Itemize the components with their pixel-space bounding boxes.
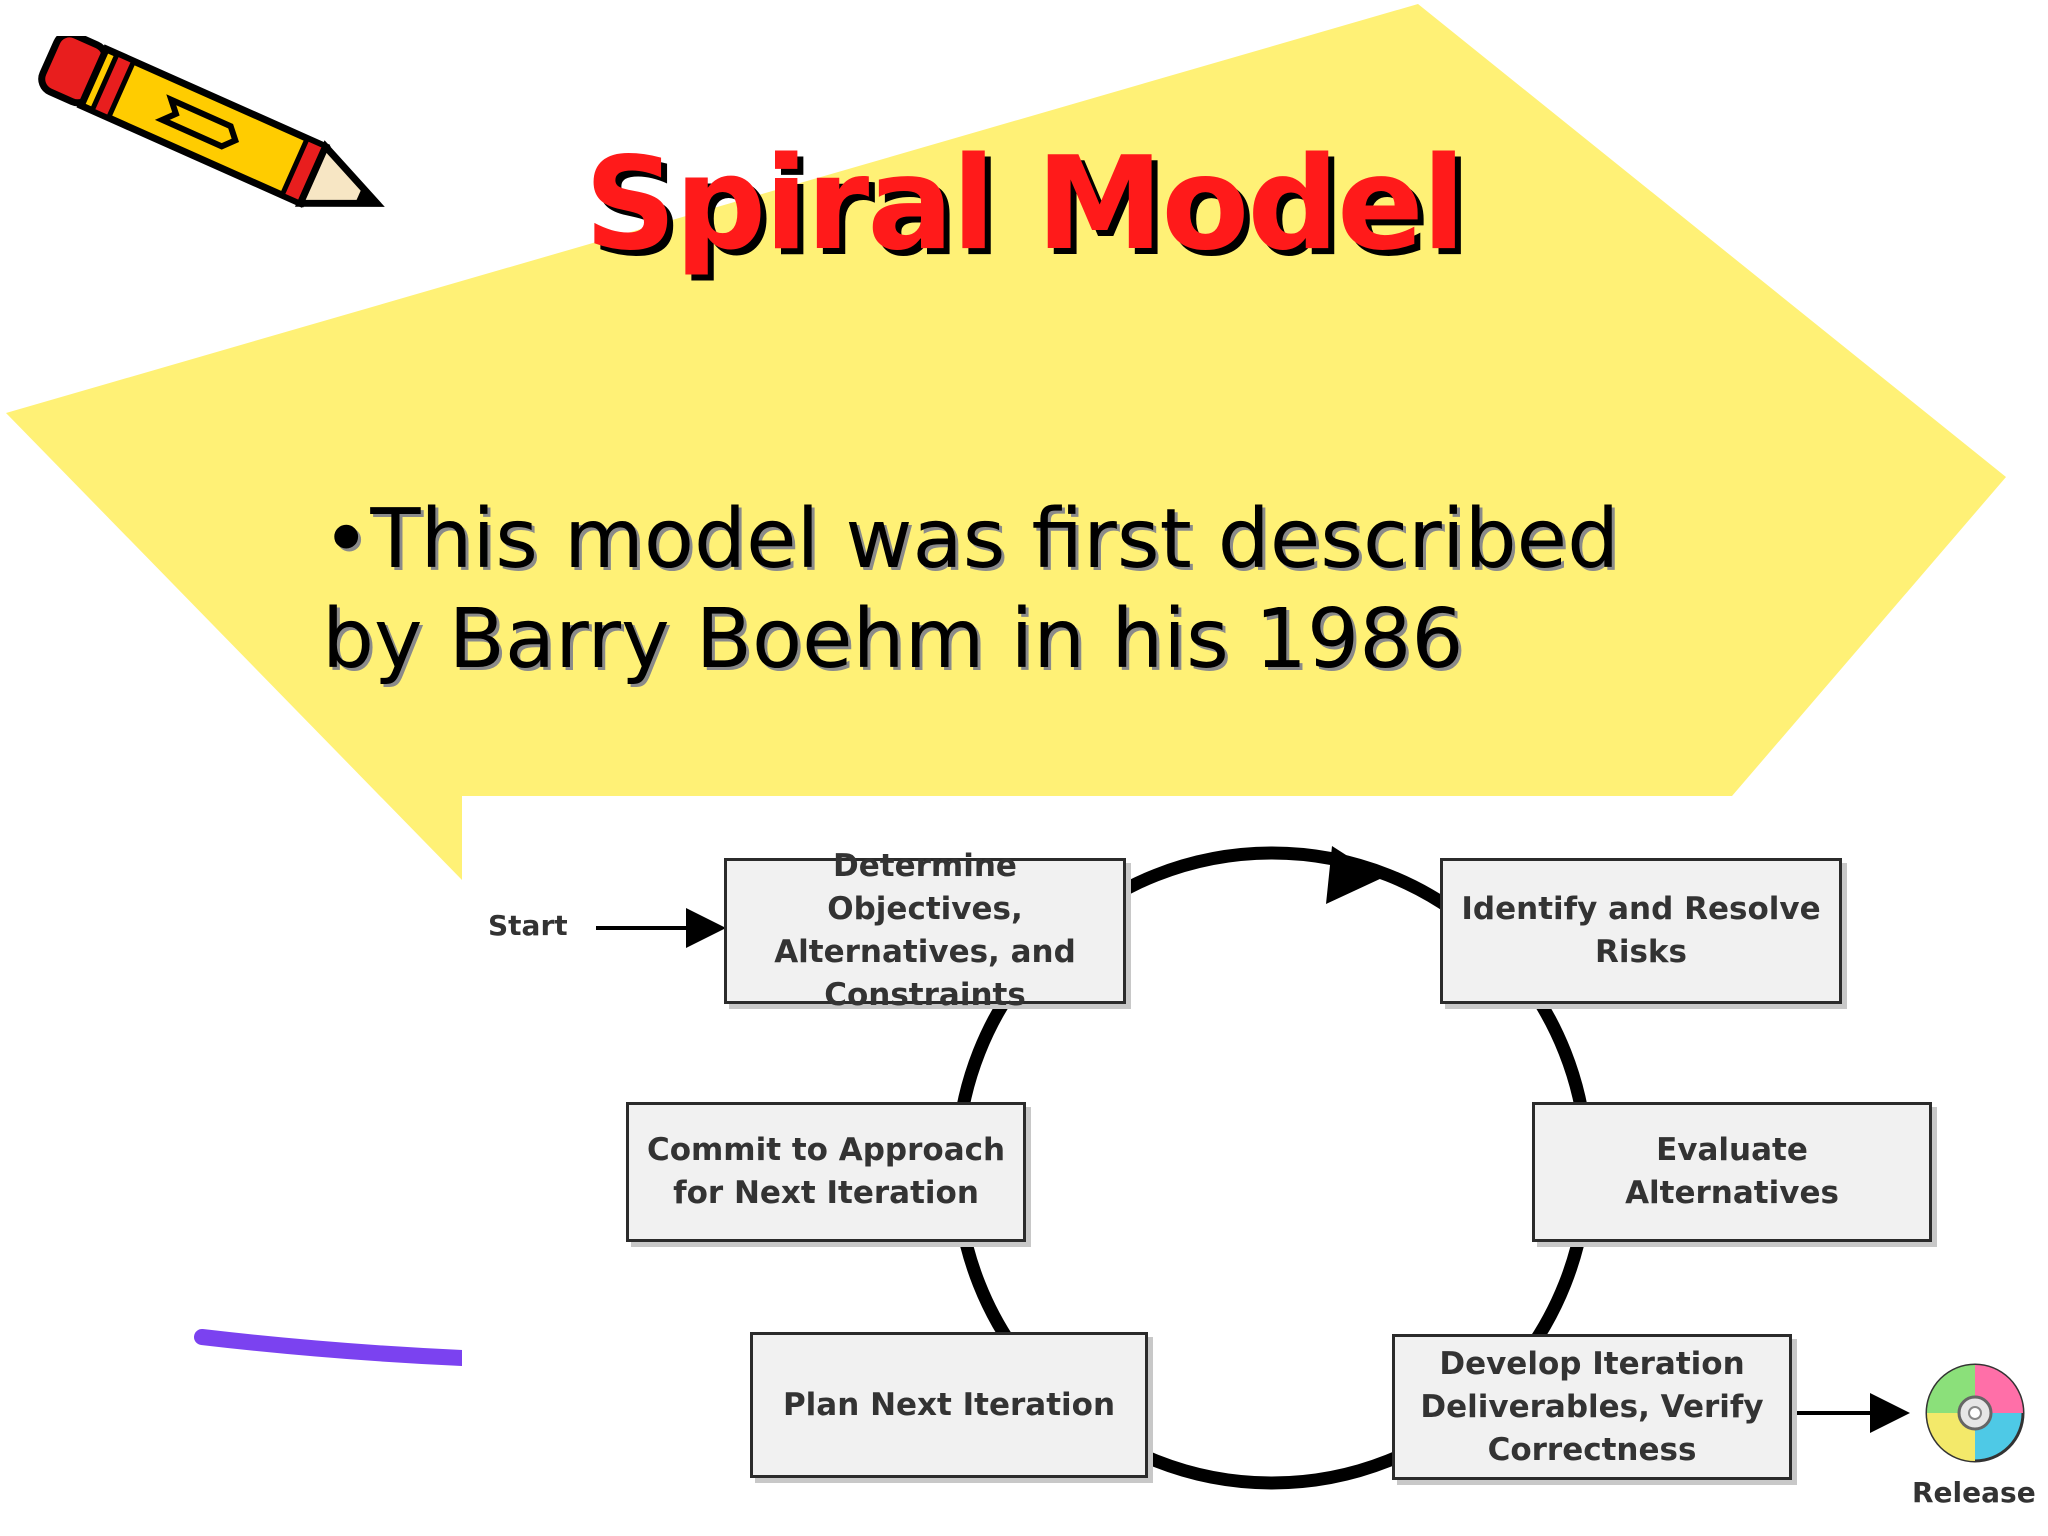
- cd-disc-icon: [1925, 1363, 2025, 1463]
- start-label: Start: [488, 909, 568, 942]
- box-identify-risks: Identify and Resolve Risks: [1440, 858, 1842, 1004]
- release-label: Release: [1912, 1476, 2036, 1509]
- box-commit-approach: Commit to Approach for Next Iteration: [626, 1102, 1026, 1242]
- bullet-text: •This model was first described by Barry…: [322, 490, 1622, 690]
- purple-underline: [194, 1329, 470, 1366]
- box-determine-objectives: Determine Objectives, Alternatives, and …: [724, 848, 1126, 1013]
- bullet-line-2: by Barry Boehm in his 1986: [322, 592, 1464, 687]
- yellow-callout-shape: [6, 4, 2006, 880]
- box-evaluate-alternatives: Evaluate Alternatives: [1532, 1102, 1932, 1242]
- spiral-diagram: Start Release Determine Objectives, Alte…: [462, 796, 2048, 1536]
- cycle-arrowhead: [1326, 846, 1382, 904]
- pencil-icon: [38, 36, 385, 208]
- box-develop-iteration: Develop Iteration Deliverables, Verify C…: [1392, 1334, 1792, 1480]
- bullet-line-1: •This model was first described: [322, 492, 1620, 587]
- box-plan-next-iteration: Plan Next Iteration: [750, 1332, 1148, 1478]
- slide-title: Spiral Model: [584, 130, 1465, 279]
